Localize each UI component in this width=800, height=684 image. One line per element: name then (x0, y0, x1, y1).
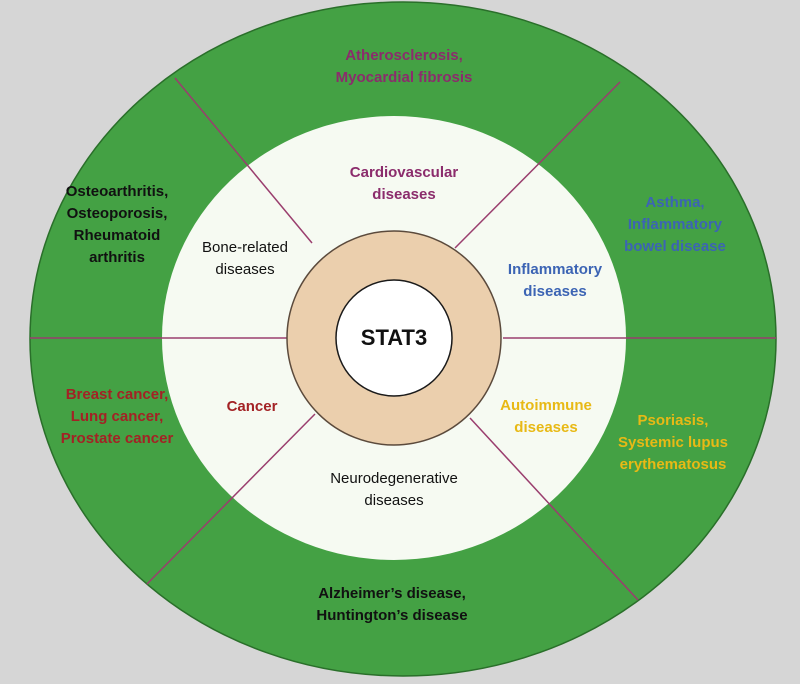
examples-inflammatory-line-3: bowel disease (624, 238, 726, 255)
category-bone-related-line-1: Bone-related (202, 239, 288, 256)
examples-neurodegenerative-line-1: Alzheimer’s disease, (318, 585, 466, 602)
category-autoimmune-line-1: Autoimmune (500, 397, 592, 414)
examples-cardiovascular: Atherosclerosis, Myocardial fibrosis (336, 45, 473, 89)
examples-neurodegenerative: Alzheimer’s disease, Huntington’s diseas… (316, 583, 467, 627)
category-bone-related-line-2: diseases (215, 261, 275, 278)
examples-bone-related: Osteoarthritis, Osteoporosis, Rheumatoid… (66, 181, 169, 269)
divider-top-right (454, 81, 621, 249)
center-label-stat3: STAT3 (360, 325, 428, 350)
examples-bone-related-line-3: Rheumatoid (73, 227, 161, 244)
examples-autoimmune-line-1: Psoriasis, (637, 412, 709, 429)
examples-cancer-line-2: Lung cancer, (70, 408, 164, 425)
examples-cancer-line-3: Prostate cancer (60, 430, 174, 447)
examples-cancer-line-1: Breast cancer, (65, 386, 169, 403)
category-cardiovascular: Cardiovascular diseases (350, 162, 458, 206)
category-cancer: Cancer (227, 396, 278, 418)
category-autoimmune-line-2: diseases (514, 419, 578, 436)
divider-top-left (174, 77, 313, 244)
examples-autoimmune: Psoriasis, Systemic lupus erythematosus (618, 410, 728, 476)
examples-bone-related-line-2: Osteoporosis, (66, 205, 168, 222)
category-inflammatory: Inflammatory diseases (508, 259, 602, 303)
examples-inflammatory: Asthma, Inflammatory bowel disease (624, 192, 726, 258)
examples-cancer: Breast cancer, Lung cancer, Prostate can… (61, 384, 174, 450)
divider-bottom-left (146, 413, 316, 585)
examples-neurodegenerative-line-2: Huntington’s disease (316, 607, 468, 624)
category-inflammatory-line-1: Inflammatory (507, 261, 603, 278)
examples-inflammatory-line-2: Inflammatory (627, 216, 723, 233)
examples-bone-related-line-4: arthritis (89, 249, 145, 266)
category-bone-related: Bone-related diseases (202, 237, 288, 281)
examples-bone-related-line-1: Osteoarthritis, (65, 183, 169, 200)
examples-cardiovascular-line-2: Myocardial fibrosis (335, 69, 473, 86)
center-circle (335, 279, 453, 397)
category-inflammatory-line-2: diseases (523, 283, 587, 300)
category-neurodegenerative-line-1: Neurodegenerative (330, 470, 458, 487)
examples-inflammatory-line-1: Asthma, (645, 194, 705, 211)
examples-autoimmune-line-3: erythematosus (619, 456, 727, 473)
category-autoimmune: Autoimmune diseases (500, 395, 592, 439)
examples-autoimmune-line-2: Systemic lupus (617, 434, 729, 451)
category-cardiovascular-line-1: Cardiovascular (349, 164, 459, 181)
category-neurodegenerative: Neurodegenerative diseases (330, 468, 458, 512)
category-cancer-line-1: Cancer (226, 398, 278, 415)
category-cardiovascular-line-2: diseases (372, 186, 436, 203)
examples-cardiovascular-line-1: Atherosclerosis, (345, 47, 463, 64)
category-neurodegenerative-line-2: diseases (364, 492, 424, 509)
divider-bottom-right (469, 417, 639, 601)
